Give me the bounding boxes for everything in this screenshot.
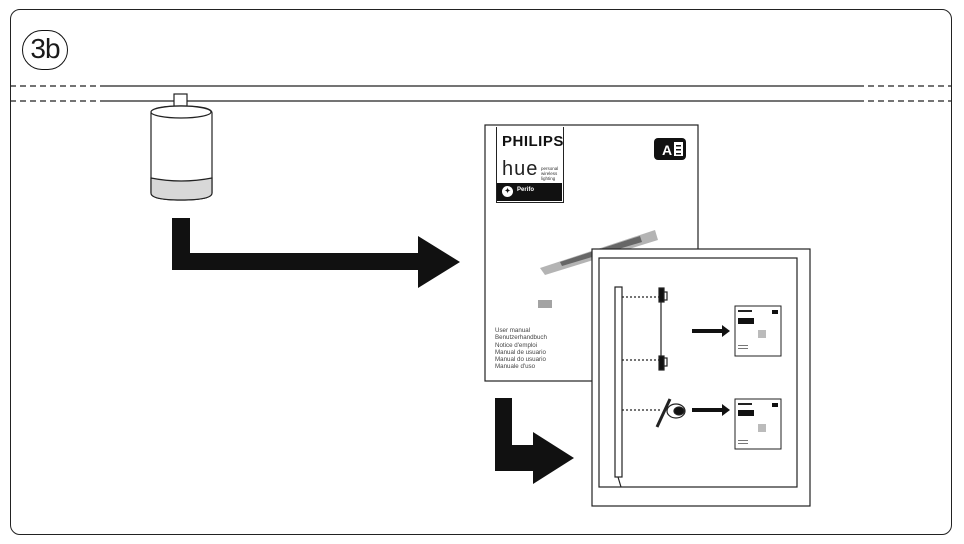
product-line: hue [502, 158, 539, 180]
mini-manual-icon [734, 398, 782, 450]
arrow-right-icon [495, 398, 574, 484]
product-bar [497, 183, 562, 201]
language-badge-icon: A [654, 138, 686, 160]
language-list: User manual Benutzerhandbuch Notice d'em… [495, 327, 547, 371]
diagram-frame [10, 9, 952, 535]
language-item: Manual de usuario [495, 348, 546, 356]
product-tagline: personal wireless lighting [541, 166, 559, 181]
svg-text:A: A [662, 142, 672, 158]
language-item: Notice d'emploi [495, 341, 538, 349]
language-item: Benutzerhandbuch [495, 334, 547, 342]
step-badge: 3b [22, 30, 68, 70]
language-item: User manual [495, 327, 531, 334]
instruction-panel [598, 257, 798, 488]
product-name: Perifo [517, 187, 535, 193]
arrow-right-icon [692, 325, 730, 337]
track-rail [10, 85, 952, 102]
track-profile [614, 286, 668, 488]
perifo-logo-icon: ✦ [502, 186, 513, 197]
cylinder-light-icon [150, 93, 213, 201]
arrow-right-icon [172, 218, 460, 288]
arrow-right-icon [692, 404, 730, 416]
language-item: Manuale d'uso [495, 363, 536, 371]
mini-manual-icon [734, 305, 782, 357]
connector-part [655, 398, 686, 428]
language-item: Manual do usuario [495, 356, 546, 364]
brand-name: PHILIPS [502, 133, 564, 150]
